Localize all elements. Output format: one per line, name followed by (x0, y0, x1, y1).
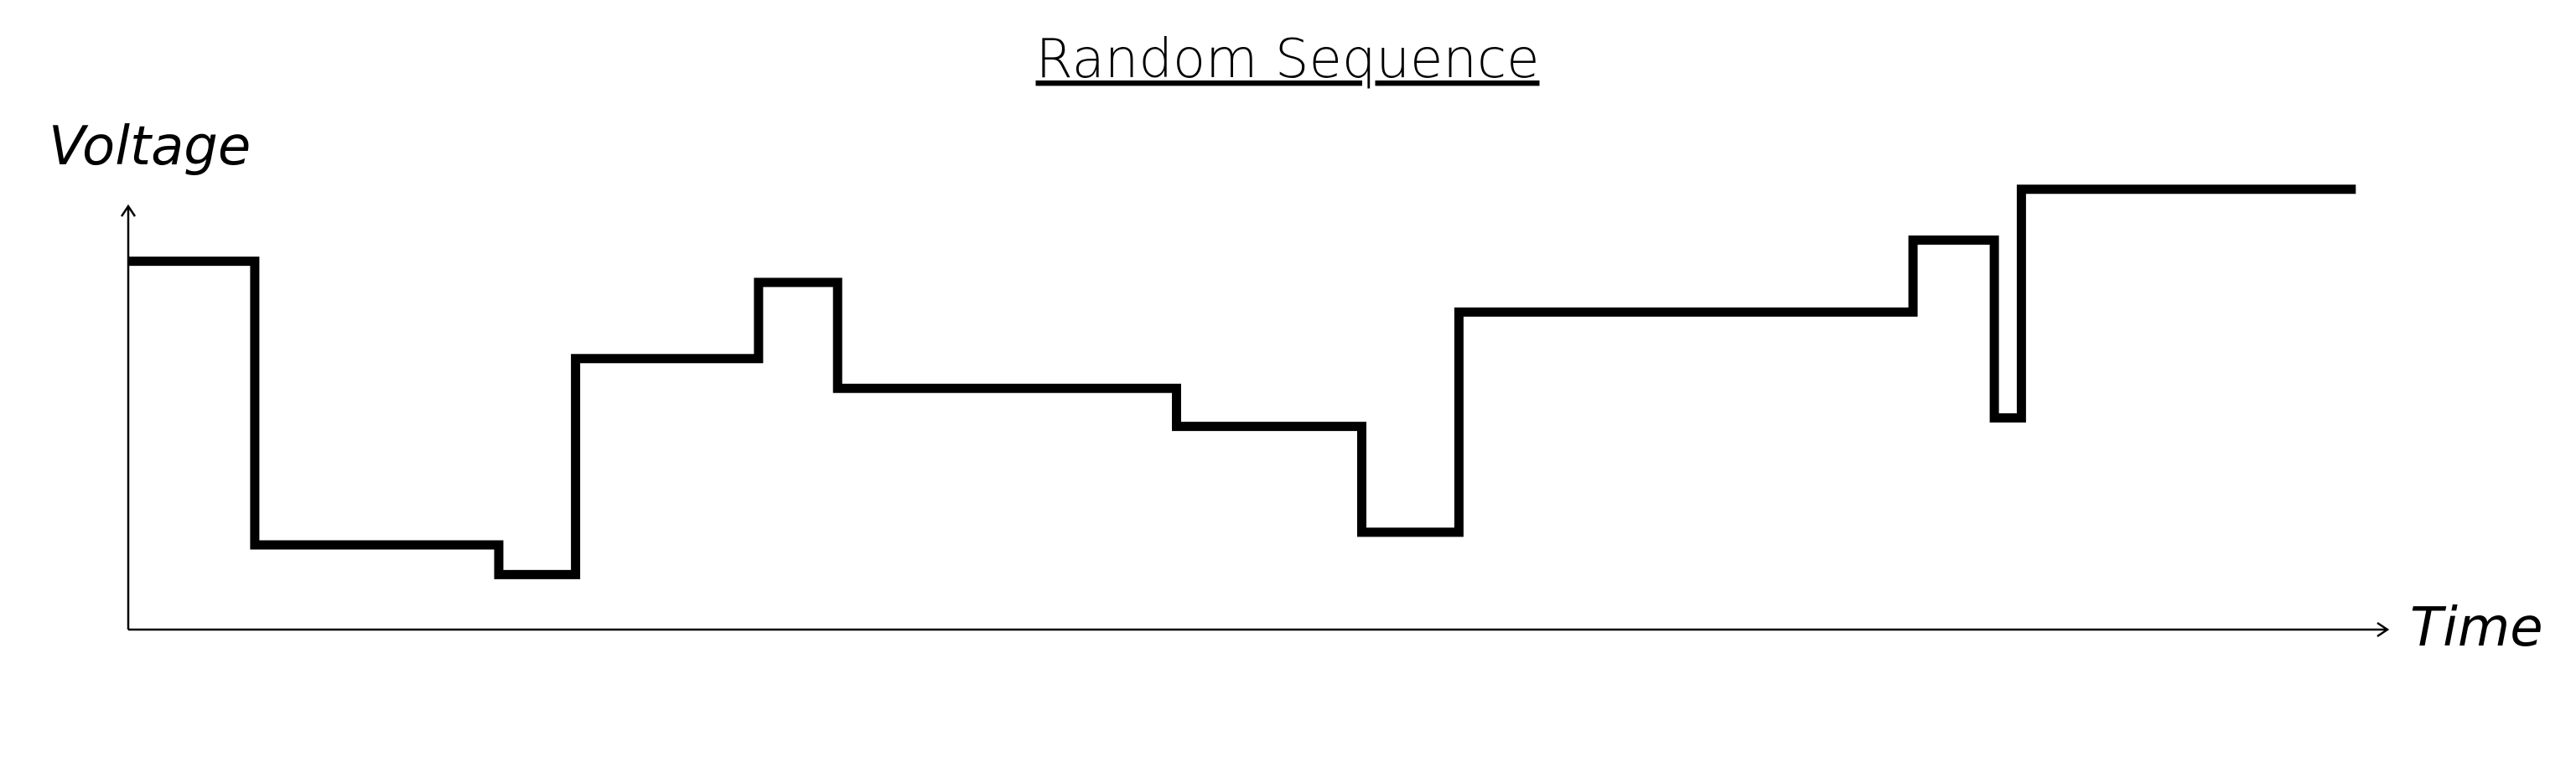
series-line (128, 184, 2356, 579)
x-axis-arrowhead (2376, 621, 2390, 638)
y-axis-label: Voltage (49, 116, 251, 178)
x-axis-label: Time (2410, 597, 2543, 659)
y-axis-arrowhead (120, 204, 137, 217)
chart-title: Random Sequence (1036, 29, 1540, 91)
series-layer (128, 184, 2356, 579)
axes (120, 204, 2390, 638)
